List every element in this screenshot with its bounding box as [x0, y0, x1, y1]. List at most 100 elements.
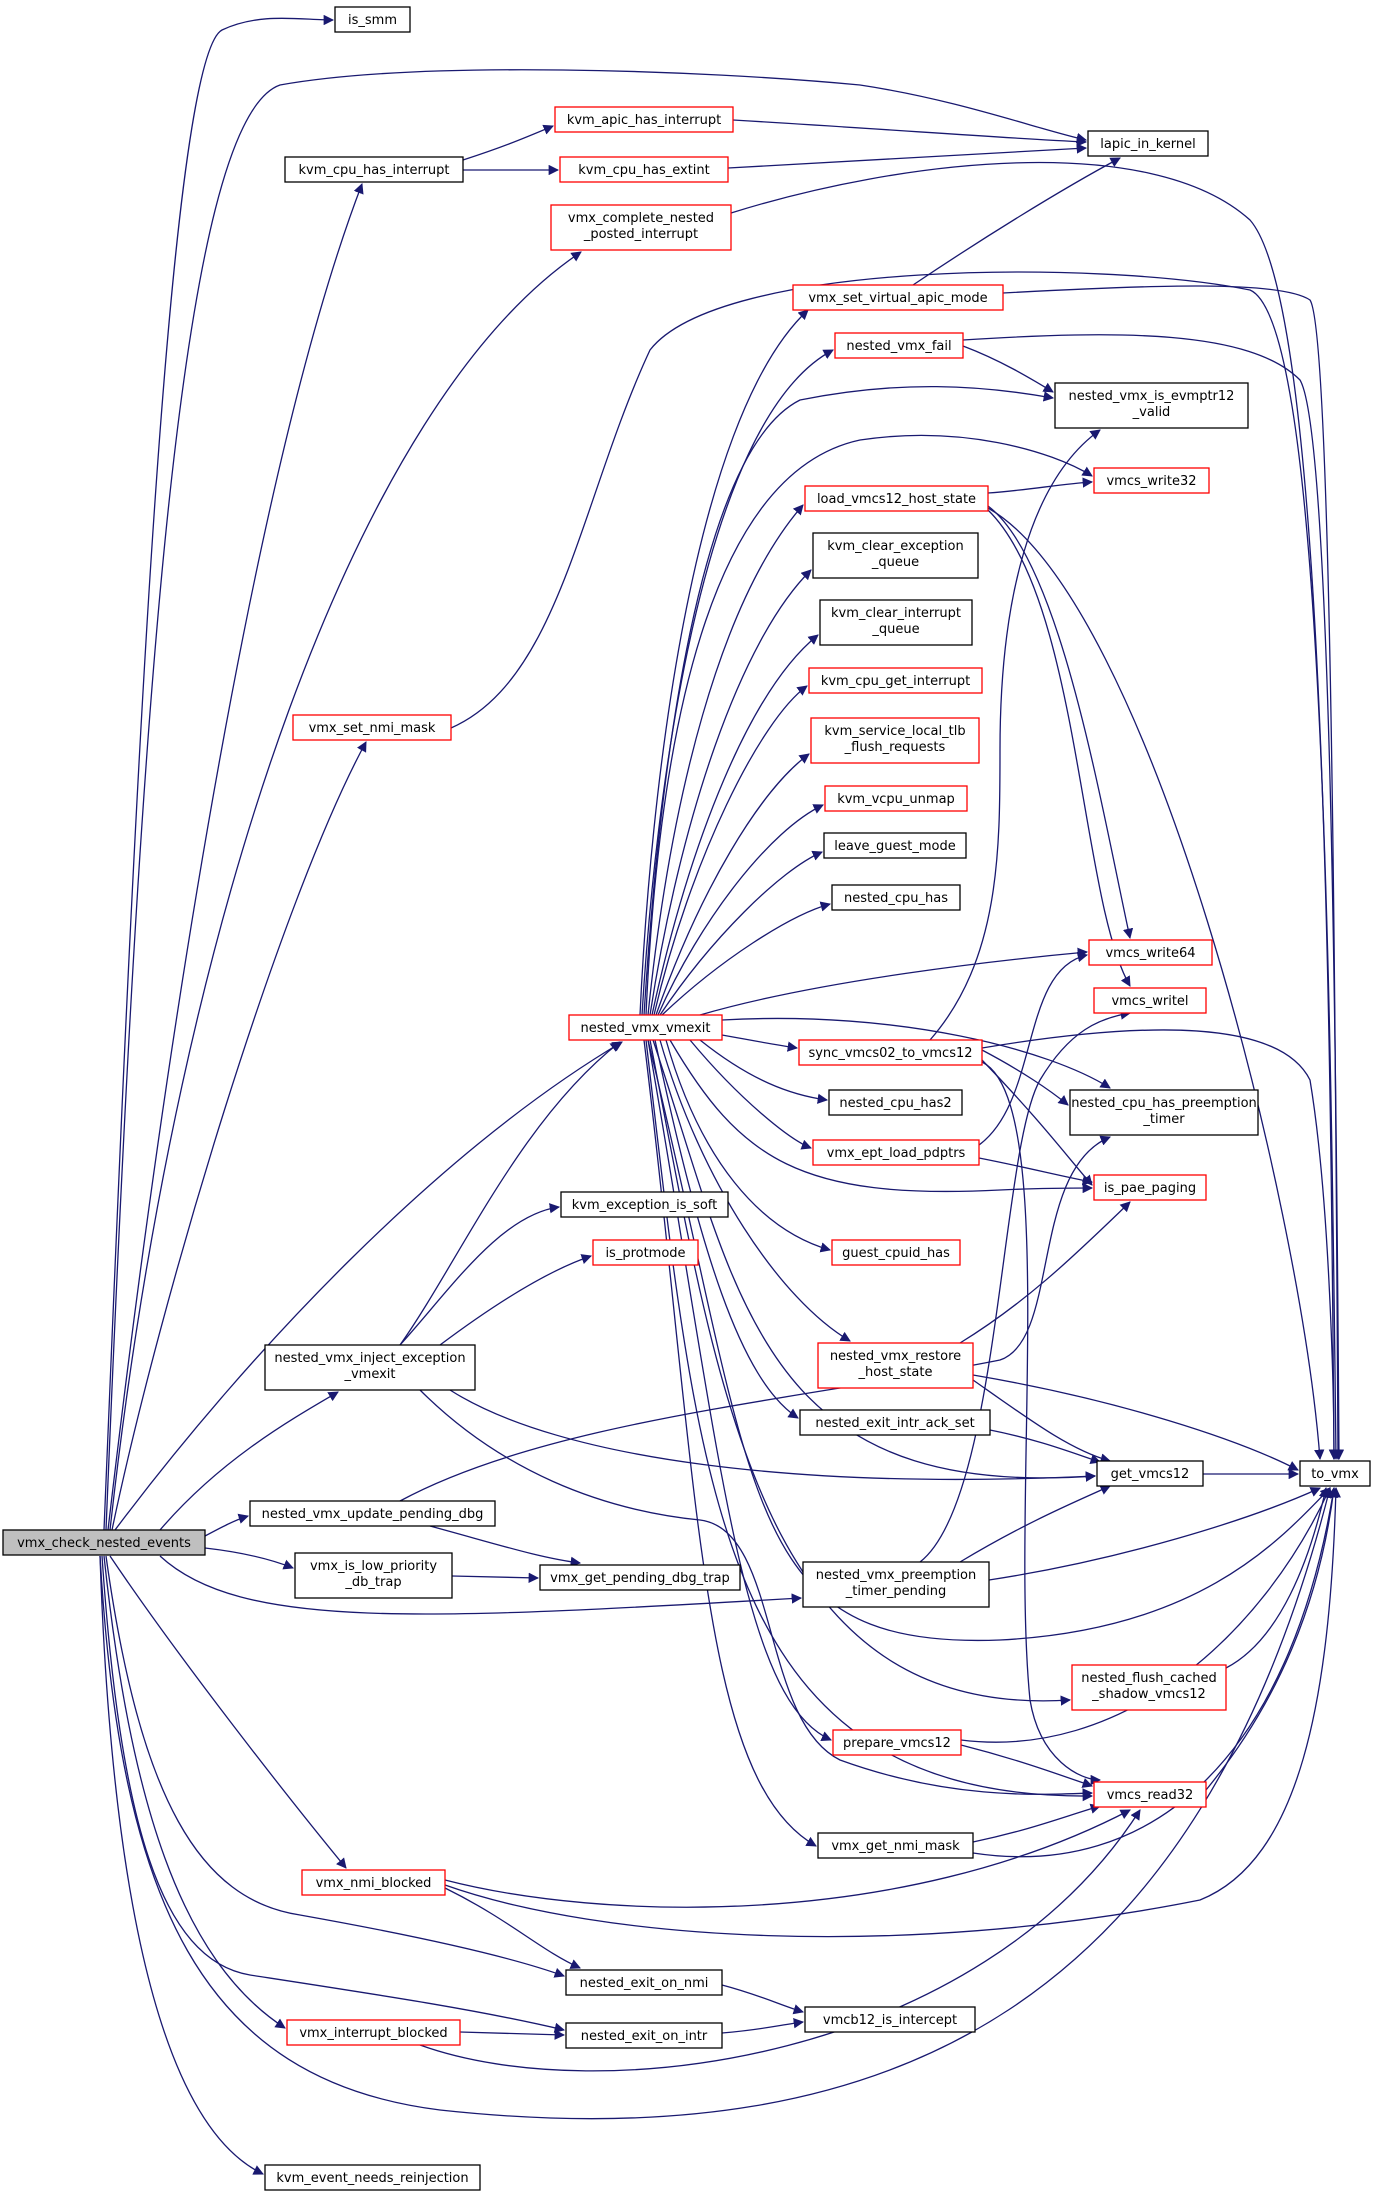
edge-vmcs_read32-to-to_vmx	[1205, 1486, 1338, 1791]
node-label: nested_vmx_is_evmptr12	[1069, 389, 1235, 404]
node-kvm_exception_is_soft[interactable]: kvm_exception_is_soft	[560, 1191, 729, 1218]
edge-vmx_nmi_blocked-to-to_vmx	[444, 1486, 1341, 1938]
node-vmcs_write64[interactable]: vmcs_write64	[1088, 939, 1213, 966]
node-box	[249, 1500, 496, 1527]
node-nested_exit_intr_ack_set[interactable]: nested_exit_intr_ack_set	[799, 1409, 991, 1436]
node-nested_vmx_vmexit[interactable]: nested_vmx_vmexit	[568, 1014, 723, 1041]
node-box	[812, 532, 979, 579]
edge-nested_vmx_vmexit-to-kvm_clear_exception_queue	[649, 569, 812, 1016]
node-kvm_clear_exception_queue[interactable]: kvm_clear_exception_queue	[812, 532, 979, 579]
edge-nested_vmx_vmexit-to-nested_cpu_has_preemption_timer	[721, 1017, 1111, 1089]
node-label: kvm_event_needs_reinjection	[276, 2171, 468, 2186]
node-vmx_complete_nested[interactable]: vmx_complete_nested_posted_interrupt	[550, 204, 732, 251]
node-is_pae_paging[interactable]: is_pae_paging	[1093, 1174, 1207, 1201]
node-label: load_vmcs12_host_state	[817, 492, 976, 507]
node-guest_cpuid_has[interactable]: guest_cpuid_has	[831, 1239, 961, 1266]
node-nested_vmx_is_evmptr12[interactable]: nested_vmx_is_evmptr12_valid	[1054, 382, 1249, 429]
node-is_smm[interactable]: is_smm	[334, 6, 411, 33]
node-nested_cpu_has2[interactable]: nested_cpu_has2	[828, 1089, 963, 1116]
node-kvm_clear_interrupt_queue[interactable]: kvm_clear_interrupt_queue	[819, 599, 973, 646]
node-label: _vmexit	[343, 1367, 395, 1382]
node-box	[1096, 1460, 1204, 1487]
node-kvm_apic_has_interrupt[interactable]: kvm_apic_has_interrupt	[554, 106, 734, 133]
node-nested_vmx_inject_exception[interactable]: nested_vmx_inject_exception_vmexit	[264, 1344, 476, 1391]
node-label: vmx_interrupt_blocked	[299, 2026, 447, 2041]
node-label: vmx_set_virtual_apic_mode	[808, 291, 987, 306]
node-box	[568, 1014, 723, 1041]
edge-load_vmcs12_host_state-to-to_vmx	[987, 507, 1325, 1461]
node-vmx_get_nmi_mask[interactable]: vmx_get_nmi_mask	[817, 1832, 974, 1859]
node-vmcs_write32[interactable]: vmcs_write32	[1093, 467, 1210, 494]
node-box	[334, 6, 411, 33]
node-prepare_vmcs12[interactable]: prepare_vmcs12	[832, 1729, 962, 1756]
node-label: kvm_vcpu_unmap	[837, 792, 955, 807]
edge-nested_vmx_vmexit-to-to_vmx	[647, 1039, 1331, 1642]
edge-vmx_is_low_priority_db_trap-to-vmx_get_pending_dbg_trap	[451, 1572, 540, 1583]
edge-nested_vmx_restore_host_state-to-is_pae_paging	[959, 1201, 1131, 1344]
node-get_vmcs12[interactable]: get_vmcs12	[1096, 1460, 1204, 1487]
edge-nested_vmx_inject_exception-to-is_protmode	[439, 1254, 592, 1346]
node-label: vmcs_read32	[1107, 1788, 1194, 1803]
node-box	[812, 1139, 980, 1166]
edge-nested_exit_on_intr-to-vmcb12_is_intercept	[721, 2018, 805, 2034]
node-is_protmode[interactable]: is_protmode	[592, 1239, 699, 1266]
node-nested_flush_cached_shadow_vmcs12[interactable]: nested_flush_cached_shadow_vmcs12	[1071, 1664, 1227, 1711]
node-kvm_cpu_get_interrupt[interactable]: kvm_cpu_get_interrupt	[808, 667, 983, 694]
node-kvm_cpu_has_extint[interactable]: kvm_cpu_has_extint	[559, 156, 729, 183]
node-leave_guest_mode[interactable]: leave_guest_mode	[823, 832, 967, 859]
node-label: get_vmcs12	[1111, 1467, 1190, 1482]
node-box	[817, 1832, 974, 1859]
node-vmx_nmi_blocked[interactable]: vmx_nmi_blocked	[301, 1869, 446, 1896]
node-vmx_set_nmi_mask[interactable]: vmx_set_nmi_mask	[292, 714, 452, 741]
edge-vmx_ept_load_pdptrs-to-vmcs_write64	[978, 951, 1089, 1146]
node-nested_vmx_update_pending_dbg[interactable]: nested_vmx_update_pending_dbg	[249, 1500, 496, 1527]
node-label: vmx_is_low_priority	[310, 1559, 437, 1574]
node-lapic_in_kernel[interactable]: lapic_in_kernel	[1087, 130, 1209, 157]
node-kvm_service_local_tlb[interactable]: kvm_service_local_tlb_flush_requests	[810, 717, 980, 764]
node-label: kvm_apic_has_interrupt	[567, 113, 721, 128]
node-vmcs_read32[interactable]: vmcs_read32	[1093, 1781, 1207, 1808]
node-nested_vmx_preemption_timer_pending[interactable]: nested_vmx_preemption_timer_pending	[802, 1561, 990, 1608]
node-box	[819, 599, 973, 646]
node-vmx_is_low_priority_db_trap[interactable]: vmx_is_low_priority_db_trap	[294, 1552, 453, 1599]
node-vmcs_writel[interactable]: vmcs_writel	[1093, 987, 1207, 1014]
node-kvm_event_needs_reinjection[interactable]: kvm_event_needs_reinjection	[264, 2164, 481, 2191]
node-vmx_get_pending_dbg_trap[interactable]: vmx_get_pending_dbg_trap	[539, 1564, 741, 1591]
node-sync_vmcs02_to_vmcs12[interactable]: sync_vmcs02_to_vmcs12	[798, 1039, 983, 1066]
node-nested_vmx_fail[interactable]: nested_vmx_fail	[834, 332, 964, 359]
edge-nested_vmx_vmexit-to-vmx_set_virtual_apic_mode	[639, 309, 809, 1016]
node-vmcb12_is_intercept[interactable]: vmcb12_is_intercept	[804, 2006, 976, 2033]
node-label: _posted_interrupt	[583, 227, 698, 242]
edge-root-to-lapic_in_kernel	[105, 69, 1088, 1531]
edge-nested_vmx_vmexit-to-is_pae_paging	[669, 1039, 1094, 1194]
node-box	[554, 106, 734, 133]
edge-nested_vmx_vmexit-to-leave_guest_mode	[659, 850, 823, 1016]
node-label: _host_state	[858, 1365, 933, 1380]
node-to_vmx[interactable]: to_vmx	[1299, 1460, 1371, 1487]
edge-nested_vmx_vmexit-to-nested_vmx_is_evmptr12	[643, 385, 1055, 1016]
node-box	[286, 2019, 461, 2046]
node-root[interactable]: vmx_check_nested_events	[2, 1529, 206, 1556]
node-vmx_ept_load_pdptrs[interactable]: vmx_ept_load_pdptrs	[812, 1139, 980, 1166]
node-box	[828, 1089, 963, 1116]
node-box	[1054, 382, 1249, 429]
node-vmx_set_virtual_apic_mode[interactable]: vmx_set_virtual_apic_mode	[792, 284, 1004, 311]
node-nested_vmx_restore_host_state[interactable]: nested_vmx_restore_host_state	[817, 1342, 974, 1389]
node-box	[1071, 1664, 1227, 1711]
node-kvm_vcpu_unmap[interactable]: kvm_vcpu_unmap	[824, 785, 968, 812]
edge-nested_vmx_preemption_timer_pending-to-to_vmx	[988, 1487, 1321, 1581]
node-load_vmcs12_host_state[interactable]: load_vmcs12_host_state	[804, 485, 989, 512]
node-label: vmcs_write32	[1106, 474, 1196, 489]
edge-vmx_ept_load_pdptrs-to-is_pae_paging	[978, 1157, 1094, 1186]
node-label: _queue	[871, 622, 919, 637]
node-vmx_interrupt_blocked[interactable]: vmx_interrupt_blocked	[286, 2019, 461, 2046]
node-kvm_cpu_has_interrupt[interactable]: kvm_cpu_has_interrupt	[284, 156, 464, 183]
node-nested_exit_on_intr[interactable]: nested_exit_on_intr	[565, 2022, 723, 2049]
node-label: kvm_cpu_has_extint	[578, 163, 710, 178]
node-box	[1088, 939, 1213, 966]
node-nested_exit_on_nmi[interactable]: nested_exit_on_nmi	[565, 1969, 723, 1996]
node-nested_cpu_has_preemption_timer[interactable]: nested_cpu_has_preemption_timer	[1069, 1089, 1259, 1136]
edge-vmx_set_virtual_apic_mode-to-to_vmx	[1002, 285, 1344, 1461]
node-nested_cpu_has[interactable]: nested_cpu_has	[831, 884, 961, 911]
